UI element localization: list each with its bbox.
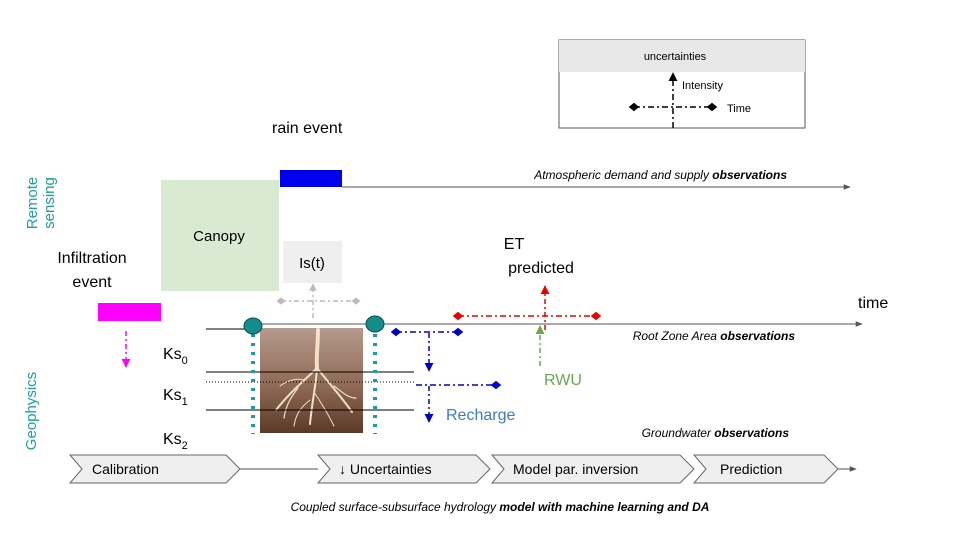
ks1-base: Ks xyxy=(163,387,182,404)
geophysics-label: Geophysics xyxy=(23,372,40,450)
is-t-box xyxy=(283,241,342,283)
diagram-caption: Coupled surface-subsurface hydrology mod… xyxy=(291,500,710,514)
root-system xyxy=(275,328,357,427)
root-zone-label-bold: observations xyxy=(720,329,795,343)
rwu-label: RWU xyxy=(544,372,582,389)
rain-event-bar xyxy=(280,170,342,187)
recharge-label: Recharge xyxy=(446,407,515,424)
ks2-label: Ks2 xyxy=(163,431,188,452)
remote-sensing-line-2: sensing xyxy=(41,177,58,229)
et-predicted-label: ET predicted xyxy=(504,236,574,277)
root-zone-label-text: Root Zone Area xyxy=(633,329,721,343)
workflow: Calibration ↓ Uncertainties Model par. i… xyxy=(68,454,857,484)
canopy-label: Canopy xyxy=(193,228,245,245)
ks1-sub: 1 xyxy=(182,396,188,408)
rain-event-label: rain event xyxy=(272,120,343,137)
legend-intensity-label: Intensity xyxy=(682,80,723,92)
infiltration-line-2: event xyxy=(72,274,112,291)
groundwater-label-bold: observations xyxy=(714,426,789,440)
caption-bold: model with machine learning and DA xyxy=(499,500,709,514)
workflow-step-1-label: Calibration xyxy=(92,461,159,477)
workflow-step-2-label: ↓ Uncertainties xyxy=(339,461,432,477)
legend: uncertainties Intensity Time xyxy=(558,39,806,129)
workflow-step-inversion xyxy=(490,454,695,484)
atmospheric-label-bold: observations xyxy=(712,168,787,182)
legend-header xyxy=(559,40,805,72)
remote-sensing-line-1: Remote xyxy=(24,177,41,230)
ks2-base: Ks xyxy=(163,431,182,448)
canopy-box xyxy=(161,180,279,291)
remote-sensing-label: Remotesensing xyxy=(24,177,58,230)
ks0-label: Ks0 xyxy=(163,346,188,367)
infiltration-line-1: Infiltration xyxy=(57,250,126,267)
infiltration-event-label: Infiltration event xyxy=(57,250,126,291)
groundwater-observations-label: Groundwater observations xyxy=(642,426,790,440)
et-line-2: predicted xyxy=(508,260,574,277)
is-t-label: Is(t) xyxy=(299,255,325,272)
root-zone-observations-label: Root Zone Area observations xyxy=(633,329,796,343)
atmospheric-label-text: Atmospheric demand and supply xyxy=(533,168,712,182)
time-axis-label: time xyxy=(858,295,888,312)
workflow-step-calibration xyxy=(68,454,241,484)
groundwater-label-text: Groundwater xyxy=(642,426,715,440)
workflow-step-uncertainties xyxy=(316,454,491,484)
legend-title: uncertainties xyxy=(644,51,707,63)
caption-text: Coupled surface-subsurface hydrology xyxy=(291,500,500,514)
et-line-1: ET xyxy=(504,236,525,253)
legend-time-label: Time xyxy=(727,103,751,115)
workflow-step-3-label: Model par. inversion xyxy=(513,461,638,477)
soil-root-block xyxy=(260,328,363,433)
recharge-uncertainty-arrows xyxy=(390,327,502,423)
workflow-step-4-label: Prediction xyxy=(720,461,782,477)
ks2-sub: 2 xyxy=(182,440,188,452)
sensor-node-left xyxy=(243,317,263,335)
is-t-uncertainty-arrows xyxy=(276,283,361,318)
sensor-node-right xyxy=(365,315,385,333)
infiltration-event-bar xyxy=(98,303,161,321)
atmospheric-observations-label: Atmospheric demand and supply observatio… xyxy=(533,168,787,182)
ks0-base: Ks xyxy=(163,346,182,363)
workflow-step-prediction xyxy=(692,454,839,484)
ks0-sub: 0 xyxy=(182,355,188,367)
ks1-label: Ks1 xyxy=(163,387,188,408)
